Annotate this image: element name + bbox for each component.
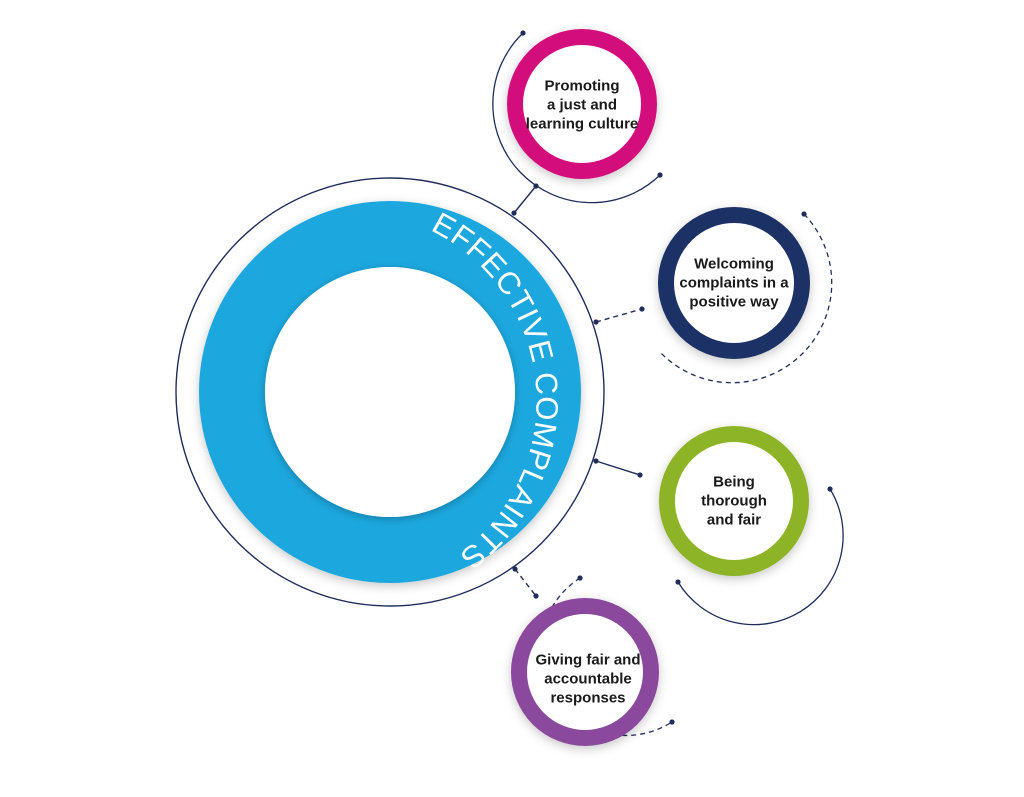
orbit-dot xyxy=(801,211,807,217)
connector-dot xyxy=(593,458,599,464)
node-ring-giving xyxy=(511,598,659,746)
orbit-arc xyxy=(677,488,844,626)
orbit-dot xyxy=(657,172,663,178)
node-thorough xyxy=(659,426,844,626)
orbit-dot xyxy=(827,486,833,492)
label-line: Welcoming xyxy=(694,255,774,273)
connector-dot xyxy=(593,319,599,325)
label-line: Promoting xyxy=(544,77,620,95)
node-ring-promoting xyxy=(507,29,657,179)
connector-dot xyxy=(511,210,517,216)
orbit-dot xyxy=(669,719,675,725)
label-line: a just and xyxy=(546,96,617,114)
orbit-arc xyxy=(659,213,833,384)
central-ring xyxy=(199,201,581,583)
orbit-dot xyxy=(520,30,526,36)
label-welcoming: Welcoming complaints in a positive way xyxy=(669,255,799,312)
label-thorough: Being thorough and fair xyxy=(669,473,799,530)
connector-promoting xyxy=(513,185,537,214)
node-ring-thorough xyxy=(659,426,809,576)
label-line: positive way xyxy=(689,293,779,311)
connector-dot xyxy=(639,306,645,312)
connector-thorough xyxy=(595,460,641,476)
central-hole xyxy=(265,267,515,517)
node-welcoming xyxy=(658,207,833,384)
orbit-dot xyxy=(577,575,583,581)
label-giving: Giving fair and accountable responses xyxy=(523,651,653,708)
label-line: Being xyxy=(713,473,755,491)
node-ring-welcoming xyxy=(658,207,810,359)
orbit-dot xyxy=(675,579,681,585)
label-line: responses xyxy=(550,689,626,707)
connector-giving xyxy=(514,568,537,597)
orbit-arc xyxy=(492,32,661,204)
central-outer-line xyxy=(175,177,605,607)
connector-dot xyxy=(637,472,643,478)
connector-welcoming xyxy=(595,308,643,323)
node-promoting xyxy=(492,29,663,204)
label-line: thorough xyxy=(701,492,767,510)
connector-dot xyxy=(512,566,518,572)
label-line: and fair xyxy=(706,511,762,529)
node-giving xyxy=(511,575,675,746)
label-line: complaints in a xyxy=(679,274,789,292)
label-line: learning culture xyxy=(525,115,639,133)
label-promoting: Promoting a just and learning culture xyxy=(517,77,647,134)
connector-dot xyxy=(533,593,539,599)
label-line: accountable xyxy=(544,670,632,688)
label-line: Giving fair and xyxy=(535,651,641,669)
